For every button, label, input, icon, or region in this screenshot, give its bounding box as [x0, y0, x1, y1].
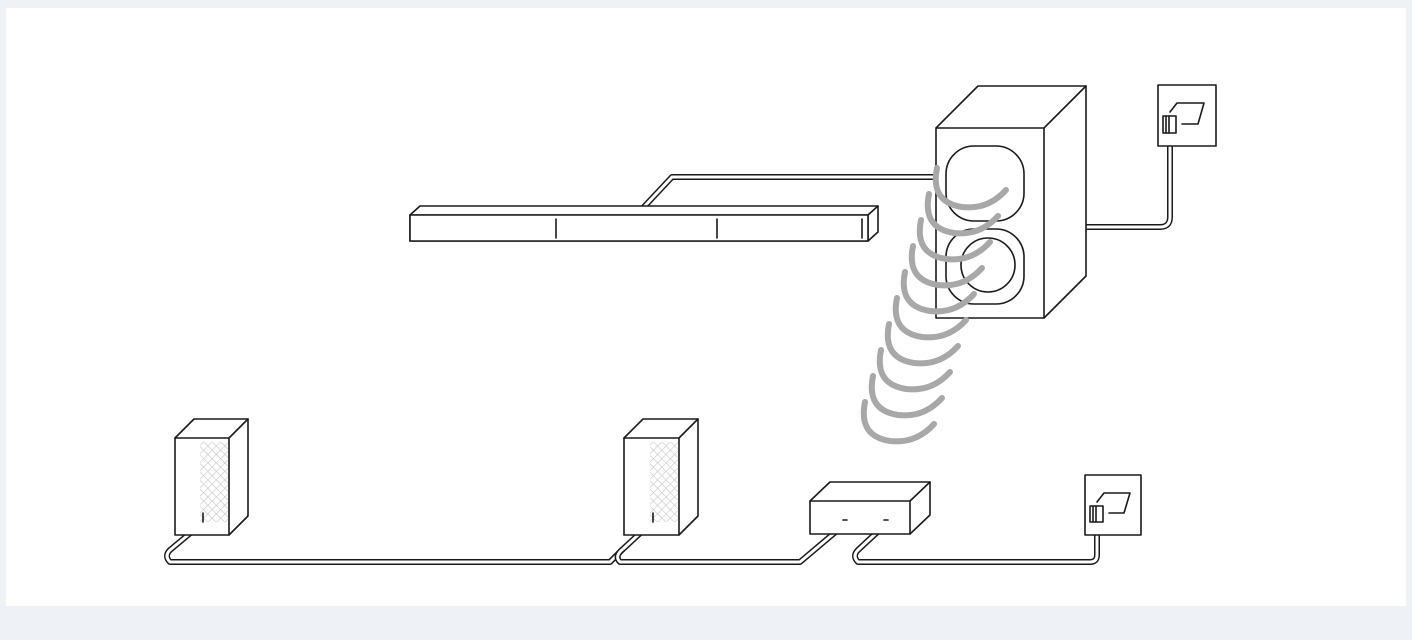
wireless-arc: [860, 399, 937, 445]
rear-speaker-cable: [164, 521, 847, 565]
wireless-arc: [924, 191, 1001, 237]
subwoofer-power-cable: [1084, 134, 1173, 230]
power-outlet-icon: [1157, 84, 1217, 147]
wireless-arc: [908, 243, 985, 289]
diagram-panel: [6, 8, 1406, 606]
speaker-icon: [174, 418, 249, 536]
soundbar-subwoofer-cable: [639, 174, 940, 212]
woofer-top-icon: [945, 145, 1025, 222]
wireless-arc: [868, 373, 945, 419]
wireless-arc: [900, 269, 977, 315]
wireless-arc: [932, 165, 1009, 211]
receiver-icon: [809, 481, 931, 535]
wireless-arc: [892, 295, 969, 341]
soundbar-icon: [409, 205, 879, 242]
receiver-power-cable: [852, 515, 1100, 565]
wireless-arc: [876, 347, 953, 393]
speaker-icon: [623, 418, 699, 536]
connection-diagram: [164, 84, 1217, 565]
wireless-arc: [884, 321, 961, 367]
subwoofer-icon: [935, 85, 1087, 319]
woofer-bottom-icon: [945, 228, 1025, 305]
wireless-arc: [916, 217, 993, 263]
power-outlet-icon: [1084, 474, 1142, 536]
wireless-signal-icon: [860, 165, 1009, 445]
